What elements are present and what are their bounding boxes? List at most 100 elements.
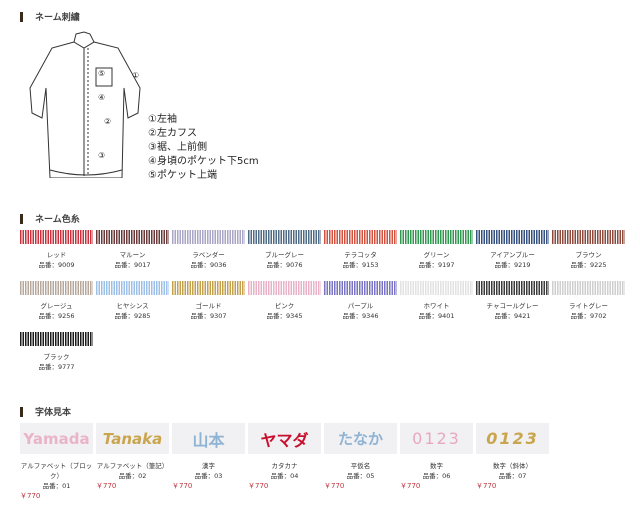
color-name: ラベンダー [192,251,225,259]
color-code: 品番：9285 [114,312,151,320]
color-code: 品番：9076 [266,261,303,269]
color-code: 品番：9225 [570,261,607,269]
thread-swatch [476,281,549,295]
color-swatch-item[interactable]: グレージュ品番：9256 [20,281,93,321]
thread-swatch [476,230,549,244]
font-code: 品番：04 [270,472,299,480]
color-code: 品番：9036 [190,261,227,269]
section-heading-font-samples: 字体見本 [20,405,71,418]
section-heading-thread-colors: ネーム色糸 [20,212,80,225]
font-sample-image: Tanaka [96,423,169,454]
font-sample-image: 0123 [476,423,549,454]
color-code: 品番：9256 [38,312,75,320]
color-name: ゴールド [195,302,222,310]
color-swatch-item[interactable]: ブルーグレー品番：9076 [248,230,321,270]
color-swatch-item[interactable]: マルーン品番：9017 [96,230,169,270]
color-swatch-item[interactable]: アイアンブルー品番：9219 [476,230,549,270]
color-code: 品番：9017 [114,261,151,269]
color-name: ホワイト [423,302,450,310]
color-swatch-item[interactable]: ブラウン品番：9225 [552,230,625,270]
color-swatch-item[interactable]: パープル品番：9346 [324,281,397,321]
color-name: ブルーグレー [265,251,304,259]
font-name: アルファベット（筆記） [96,462,169,470]
color-name: レッド [46,251,67,259]
color-swatch-item[interactable]: ラベンダー品番：9036 [172,230,245,270]
color-name: ヒヤシンス [116,302,149,310]
thread-swatch [20,230,93,244]
font-name: 漢字 [202,462,215,470]
thread-swatch [552,281,625,295]
color-name: ブラック [43,353,70,361]
color-code: 品番：9346 [342,312,379,320]
marker-1: ① [132,71,139,80]
font-code: 品番：06 [422,472,451,480]
legend-item: ⑤ポケット上端 [148,170,217,181]
font-sample-image: 0123 [400,423,473,454]
font-code: 品番：01 [42,482,71,490]
color-swatch-item[interactable]: ブラック品番：9777 [20,332,93,372]
font-sample-image: Yamada [20,423,93,454]
thread-swatch [248,230,321,244]
font-price: ￥770 [20,492,41,500]
font-sample-item[interactable]: たなか平仮名品番：05￥770 [324,423,397,491]
heading-text: 字体見本 [35,408,72,418]
font-price: ￥770 [324,482,345,490]
color-code: 品番：9153 [342,261,379,269]
font-name: 数字（斜体） [493,462,532,470]
thread-swatch [96,281,169,295]
color-swatch-item[interactable]: ゴールド品番：9307 [172,281,245,321]
font-name: アルファベット（ブロック） [20,462,93,480]
font-code: 品番：02 [118,472,147,480]
thread-swatch [400,230,473,244]
color-swatch-item[interactable]: グリーン品番：9197 [400,230,473,270]
color-swatch-item[interactable]: チャコールグレー品番：9421 [476,281,549,321]
color-swatch-item[interactable]: ホワイト品番：9401 [400,281,473,321]
section-heading-embroidery: ネーム刺繍 [20,10,80,23]
color-name: ライトグレー [569,302,608,310]
color-code: 品番：9702 [570,312,607,320]
font-name: カタカナ [271,462,298,470]
color-code: 品番：9777 [38,363,75,371]
color-swatch-item[interactable]: ライトグレー品番：9702 [552,281,625,321]
color-code: 品番：9307 [190,312,227,320]
font-price: ￥770 [96,482,117,490]
thread-swatch [20,281,93,295]
font-name: 平仮名 [350,462,371,470]
color-code: 品番：9401 [418,312,455,320]
marker-2: ② [104,117,111,126]
marker-3: ③ [98,151,105,160]
font-sample-image: ヤマダ [248,423,321,454]
font-sample-item[interactable]: 山本漢字品番：03￥770 [172,423,245,491]
position-legend: ①左袖 ②左カフス ③裾、上前側 ④身頃のポケット下5cm ⑤ポケット上端 [148,113,259,183]
legend-item: ④身頃のポケット下5cm [148,156,259,167]
heading-text: ネーム色糸 [35,215,80,225]
color-swatch-item[interactable]: レッド品番：9009 [20,230,93,270]
color-swatch-item[interactable]: ヒヤシンス品番：9285 [96,281,169,321]
color-swatch-item[interactable]: テラコッタ品番：9153 [324,230,397,270]
font-code: 品番：03 [194,472,223,480]
thread-swatch [400,281,473,295]
color-code: 品番：9421 [494,312,531,320]
font-sample-item[interactable]: ヤマダカタカナ品番：04￥770 [248,423,321,491]
thread-swatch [172,230,245,244]
color-swatch-item[interactable]: ピンク品番：9345 [248,281,321,321]
font-code: 品番：05 [346,472,375,480]
thread-swatch [20,332,93,346]
color-code: 品番：9009 [38,261,75,269]
shirt-diagram: ⑤ ① ④ ② ③ [29,31,141,178]
color-name: パープル [347,302,374,310]
thread-swatch [552,230,625,244]
color-name: マルーン [119,251,146,259]
font-price: ￥770 [476,482,497,490]
font-sample-item[interactable]: Tanaka アルファベット（筆記） 品番：02￥770 [96,423,169,491]
color-name: ブラウン [575,251,602,259]
thread-swatch [172,281,245,295]
color-name: テラコッタ [344,251,377,259]
color-code: 品番：9219 [494,261,531,269]
marker-4: ④ [98,93,105,102]
color-code: 品番：9197 [418,261,455,269]
legend-item: ①左袖 [148,114,177,125]
font-sample-item[interactable]: Yamada アルファベット（ブロック） 品番：01￥770 [20,423,93,501]
